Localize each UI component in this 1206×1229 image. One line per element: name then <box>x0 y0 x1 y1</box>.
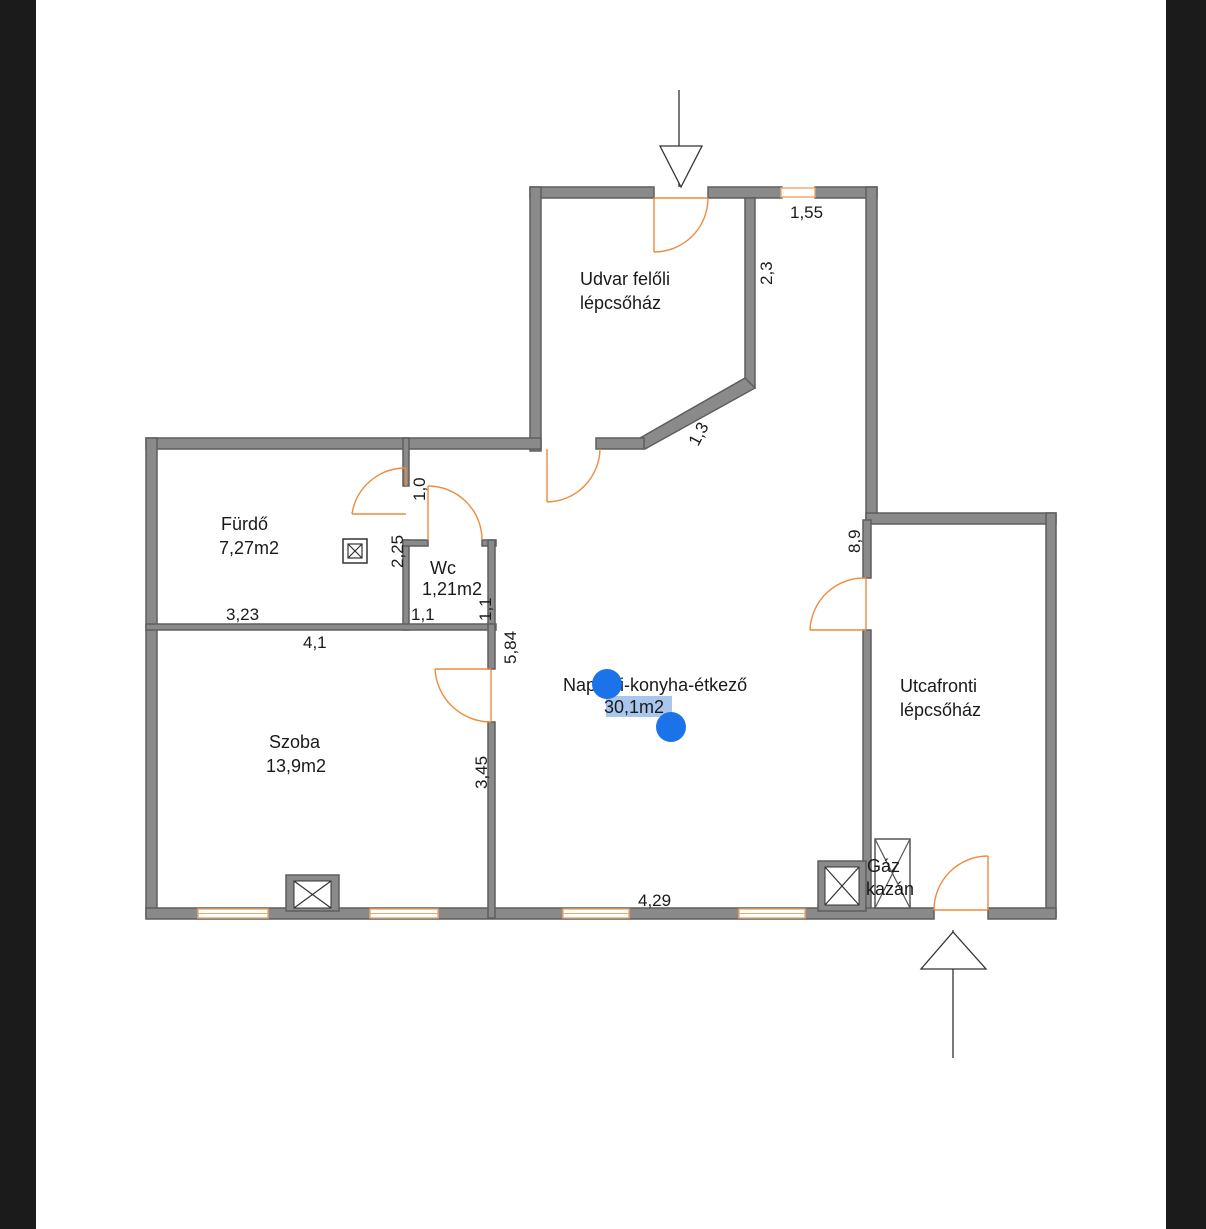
wall-top-left <box>529 186 655 199</box>
dim-5-84: 5,84 <box>501 631 520 664</box>
dim-1-0: 1,0 <box>410 477 429 501</box>
entry-arrow-bottom <box>919 930 988 1058</box>
dim-8-9: 8,9 <box>845 529 864 553</box>
dim-2-25: 2,25 <box>388 535 407 568</box>
room-udvar-name: Udvar felőli <box>580 269 670 289</box>
wall-szoba-lower <box>487 721 496 919</box>
room-gaz-name-2: kazán <box>866 879 914 899</box>
chimney-szoba <box>285 874 340 912</box>
dim-3-45: 3,45 <box>472 756 491 789</box>
windows <box>197 187 816 919</box>
selection-handle-start[interactable] <box>592 669 622 699</box>
wall-bottom-right <box>987 907 1057 920</box>
dim-1-55: 1,55 <box>790 203 823 222</box>
wall-udvar-left <box>529 186 542 452</box>
wall-left-top <box>145 437 542 450</box>
wall-udvar-bottom <box>595 437 645 450</box>
wall-right-upper <box>865 186 878 521</box>
wall-bottom <box>145 907 935 920</box>
room-furdo-name: Fürdő <box>221 514 268 534</box>
fixtures <box>285 538 911 912</box>
selection-handle-end[interactable] <box>656 712 686 742</box>
wall-furdo-szoba <box>145 623 497 631</box>
room-wc-area: 1,21m2 <box>422 579 482 599</box>
wall-left <box>145 437 158 919</box>
dim-4-1: 4,1 <box>303 633 327 652</box>
dimension-labels: 1,55 2,3 1,3 1,0 8,9 2,25 3,23 1,1 1,1 4… <box>226 203 864 910</box>
wall-wc-top <box>402 539 429 547</box>
walls <box>145 186 1057 920</box>
room-furdo-area: 7,27m2 <box>219 538 279 558</box>
chimney-nappali <box>817 860 867 912</box>
room-udvar-name-2: lépcsőház <box>580 293 661 313</box>
room-szoba-area: 13,9m2 <box>266 756 326 776</box>
plan-sheet <box>36 0 1166 1229</box>
text-selection-highlight <box>606 696 672 717</box>
room-nappali-area: 30,1m2 <box>604 697 664 717</box>
window-top <box>780 187 816 198</box>
room-szoba-name: Szoba <box>269 732 321 752</box>
wall-utca-top <box>865 512 1057 525</box>
wall-top-mid <box>707 186 783 199</box>
dim-1-1-vertical: 1,1 <box>476 597 495 621</box>
dim-3-23: 3,23 <box>226 605 259 624</box>
room-nappali-name: Nappali-konyha-étkező <box>563 675 747 695</box>
wall-utca-right <box>1045 512 1057 918</box>
room-utcafronti-name: Utcafronti <box>900 676 977 696</box>
room-utcafronti-name-2: lépcsőház <box>900 700 981 720</box>
room-wc-name: Wc <box>430 558 456 578</box>
room-gaz-name: Gáz <box>867 856 900 876</box>
dim-2-3: 2,3 <box>757 261 776 285</box>
wall-szoba-upper <box>487 623 496 670</box>
vent-furdo <box>342 538 368 564</box>
wall-udvar-right <box>744 197 756 389</box>
entry-arrow-top <box>658 90 704 189</box>
doors <box>351 197 989 911</box>
wall-utca-left-top <box>862 519 872 579</box>
dim-1-1: 1,1 <box>411 605 435 624</box>
gas-boiler <box>874 838 911 909</box>
dim-4-29: 4,29 <box>638 891 671 910</box>
